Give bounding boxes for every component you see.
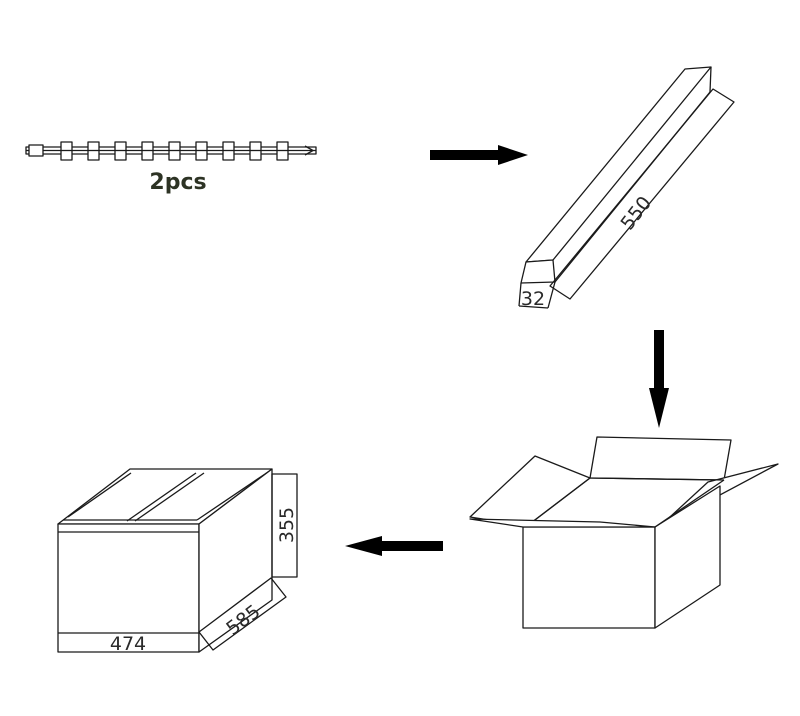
closed-carton <box>57 468 298 653</box>
rail-quantity-label: 2pcs <box>149 170 207 195</box>
arrow-right-icon <box>430 145 528 165</box>
long-package <box>518 66 735 309</box>
open-box <box>469 436 779 629</box>
arrow-down-icon <box>649 330 669 428</box>
rail-part <box>25 141 317 161</box>
carton-width-label: 474 <box>110 633 146 655</box>
rail-clips <box>60 141 289 161</box>
arrow-left-icon <box>345 536 443 556</box>
carton-height-label: 355 <box>276 507 298 543</box>
package-width-label: 32 <box>521 288 545 310</box>
